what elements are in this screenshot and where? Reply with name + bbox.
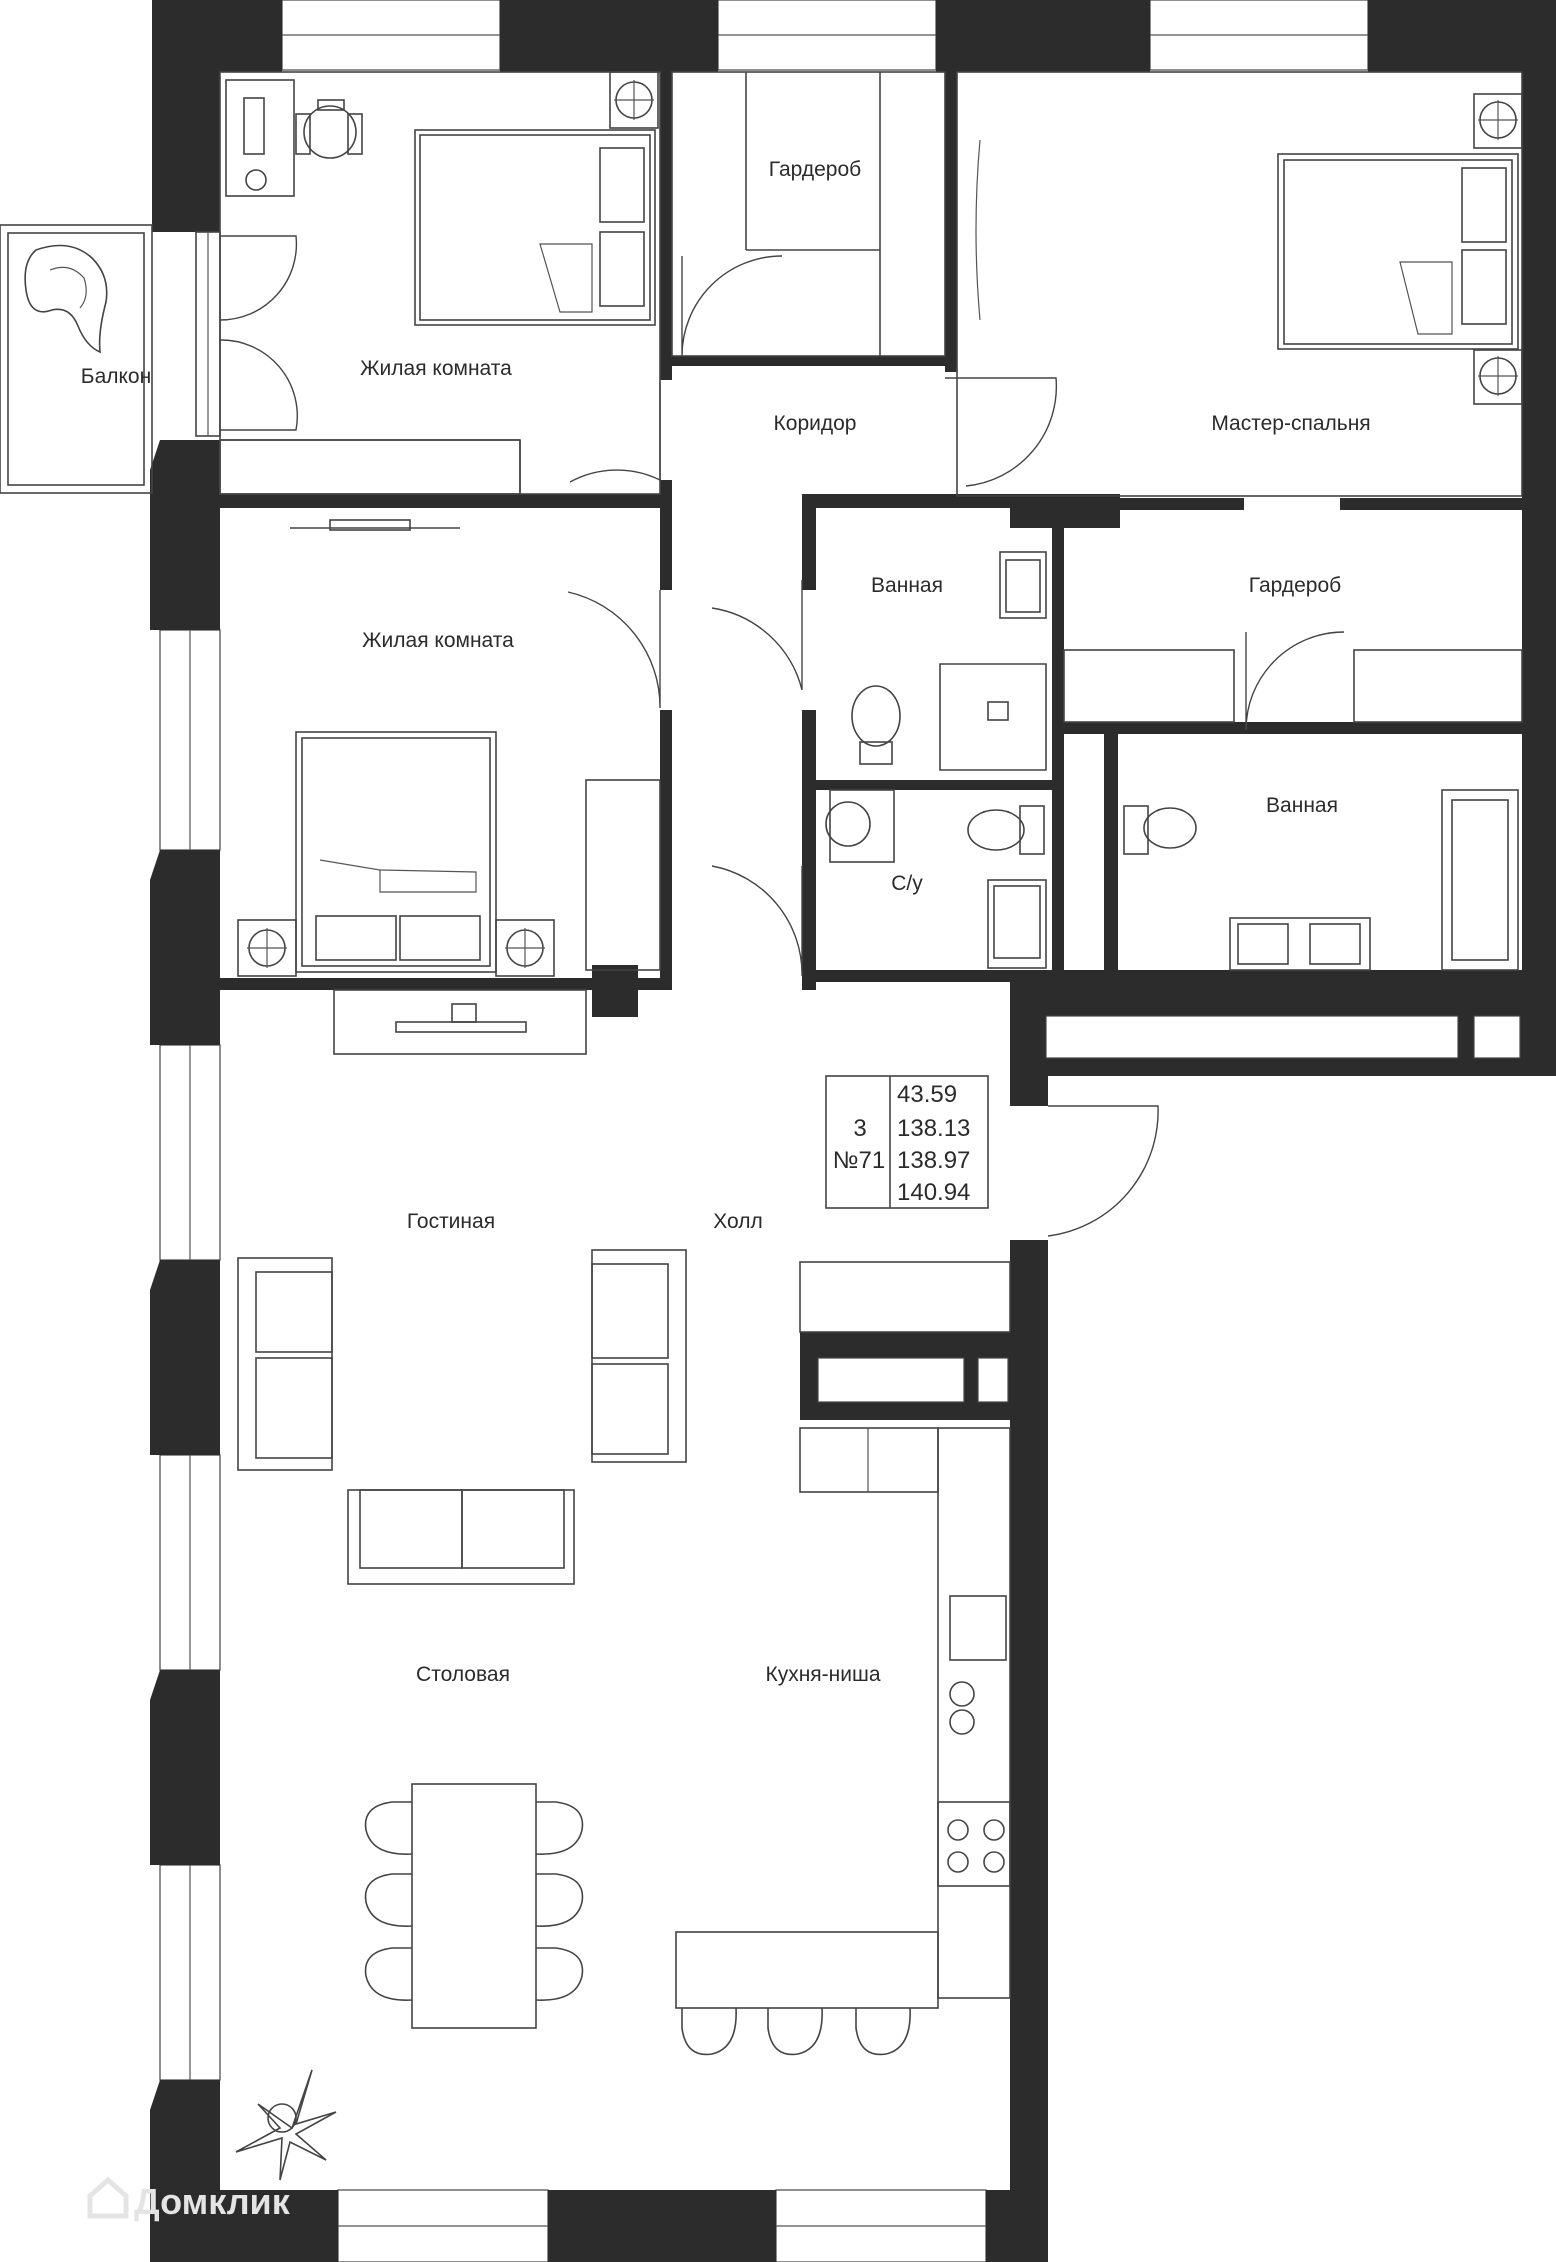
room-label-master-bedroom: Мастер-спальня (1211, 412, 1370, 435)
area-total-full: 140.94 (897, 1179, 970, 1206)
doors (219, 235, 1345, 1237)
room-label-balcony: Балкон (81, 365, 151, 388)
room-label-wc: С/у (891, 872, 923, 895)
area-living: 43.59 (897, 1081, 957, 1108)
walls (150, 0, 1556, 2262)
house-icon (87, 2176, 129, 2219)
windows (159, 0, 1369, 2262)
apartment-number: №71 (833, 1147, 885, 1174)
room-label-living: Гостиная (407, 1210, 495, 1233)
room-labels: Балкон Жилая комната Гардероб Коридор Ма… (81, 158, 1371, 1686)
apartment-rooms-count: 3 (853, 1115, 866, 1142)
watermark-logo: Домклик (87, 2176, 291, 2222)
area-total: 138.13 (897, 1115, 970, 1142)
room-label-wardrobe-right: Гардероб (1249, 574, 1341, 597)
room-label-bedroom-top: Жилая комната (360, 357, 512, 380)
balcony (0, 224, 221, 494)
furniture (219, 71, 1523, 2181)
room-label-bedroom-mid: Жилая комната (362, 629, 514, 652)
room-label-bath-left: Ванная (871, 574, 943, 597)
room-label-dining: Столовая (416, 1663, 510, 1686)
watermark-text: Домклик (134, 2181, 291, 2222)
room-label-wardrobe-top: Гардероб (769, 158, 861, 181)
area-total-balcony: 138.97 (897, 1147, 970, 1174)
room-label-kitchen: Кухня-ниша (765, 1663, 880, 1686)
apartment-info: 3 №71 43.59 138.13 138.97 140.94 (825, 1075, 989, 1209)
room-label-bath-right: Ванная (1266, 794, 1338, 817)
room-label-hall: Холл (713, 1210, 763, 1233)
room-label-corridor: Коридор (774, 412, 857, 435)
